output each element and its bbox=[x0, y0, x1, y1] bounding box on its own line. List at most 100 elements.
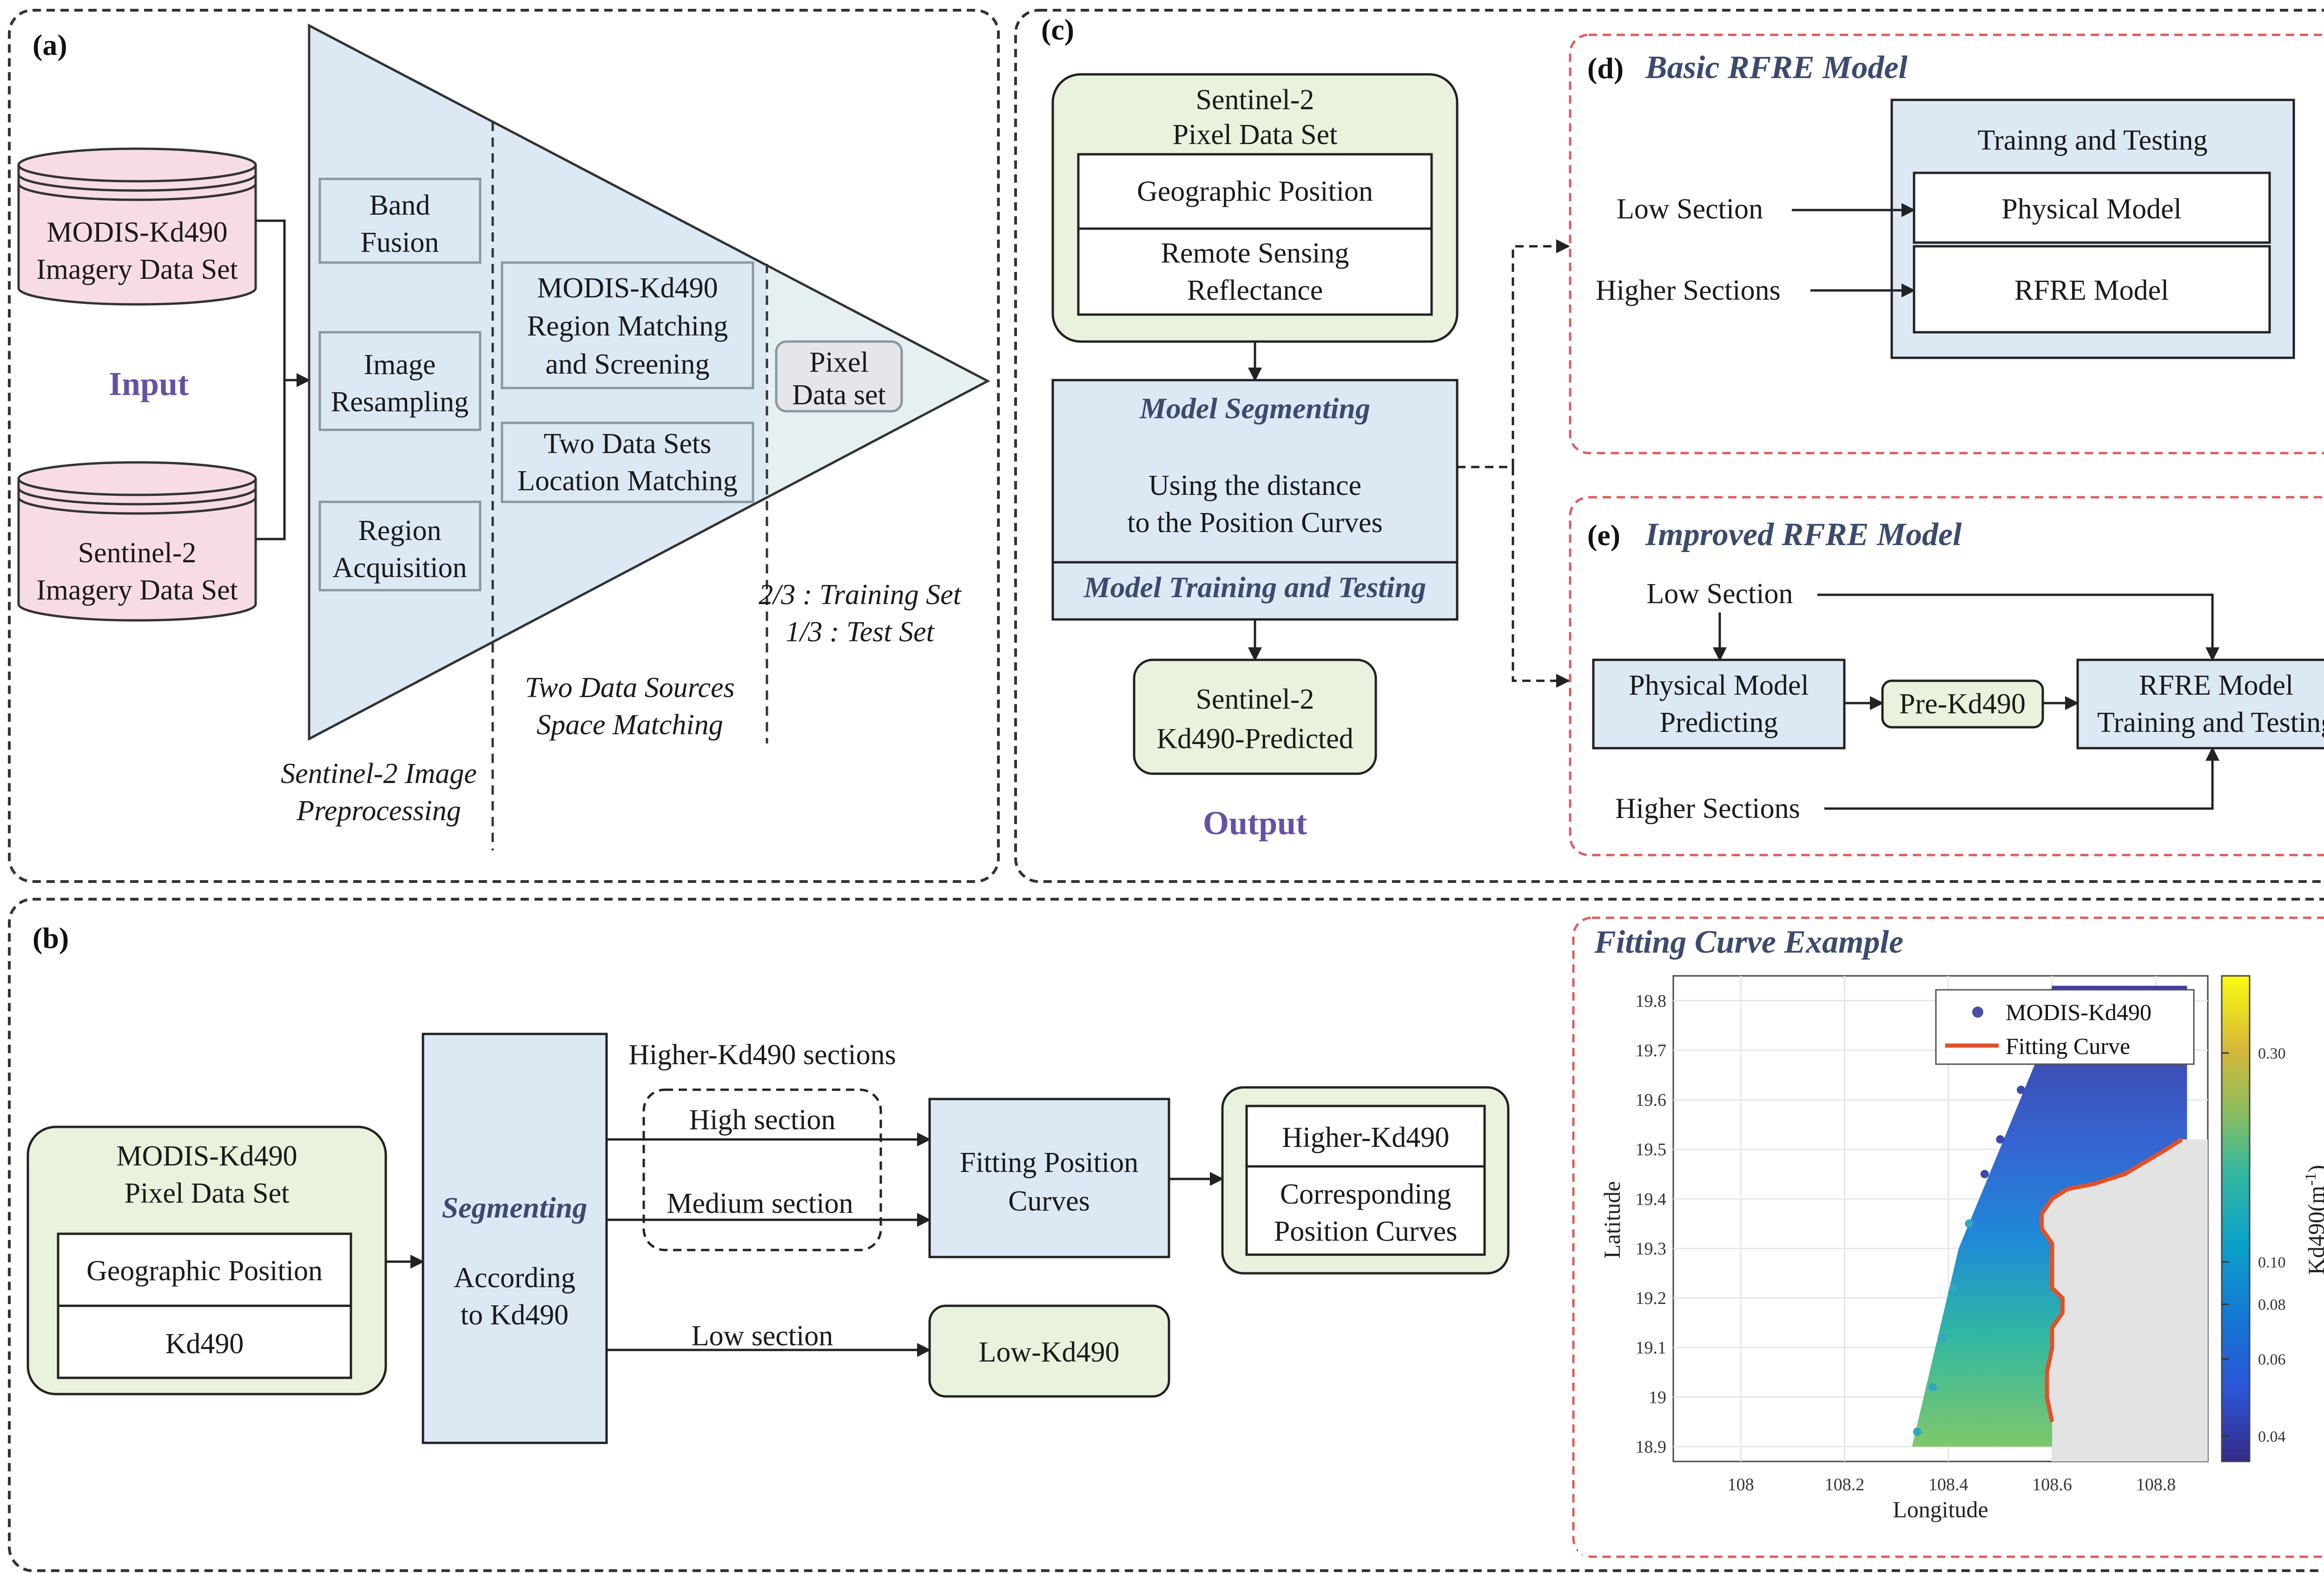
modis-point bbox=[1996, 1135, 2005, 1144]
b-geo-position: Geographic Position bbox=[86, 1255, 323, 1287]
medium-section-label: Medium section bbox=[667, 1188, 853, 1219]
split-training: 2/3 : Training Set bbox=[759, 579, 962, 611]
location-matching-2: Location Matching bbox=[517, 465, 737, 497]
band-fusion-2: Fusion bbox=[361, 227, 439, 258]
s2-pixel-1: Sentinel-2 bbox=[1196, 84, 1314, 116]
two-sources-2: Space Matching bbox=[536, 709, 723, 741]
physical-predicting-1: Physical Model bbox=[1629, 670, 1809, 701]
y-tick-label: 19 bbox=[1649, 1388, 1666, 1407]
sentinel2-imagery-database: Sentinel-2 Imagery Data Set bbox=[17, 461, 257, 622]
rfre-model-label: RFRE Model bbox=[2014, 275, 2169, 306]
y-tick-label: 19.5 bbox=[1636, 1140, 1667, 1159]
higher-kd490-output: Higher-Kd490 Corresponding Position Curv… bbox=[1221, 1086, 1510, 1275]
image-resampling-box: Image Resampling bbox=[318, 331, 482, 431]
y-tick-label: 19.7 bbox=[1636, 1041, 1667, 1060]
c-reflectance-2: Reflectance bbox=[1187, 275, 1323, 306]
d-higher-sections: Higher Sections bbox=[1596, 275, 1781, 306]
panel-d-label: (d) bbox=[1587, 52, 1624, 85]
colorbar-label-text: Kd490(m bbox=[2303, 1186, 2324, 1275]
modis-point bbox=[1965, 1219, 1974, 1228]
according-2: to Kd490 bbox=[461, 1299, 569, 1331]
model-segmenting-box: Model Segmenting Using the distance to t… bbox=[1051, 379, 1459, 621]
location-matching-1: Two Data Sets bbox=[544, 428, 712, 460]
physical-predicting-box bbox=[1592, 658, 1846, 750]
y-tick-label: 19.4 bbox=[1636, 1190, 1667, 1209]
corresponding-2: Position Curves bbox=[1274, 1216, 1457, 1247]
fitting-curves-1: Fitting Position bbox=[960, 1147, 1138, 1178]
low-section-label: Low section bbox=[692, 1320, 833, 1352]
using-distance-2: to the Position Curves bbox=[1127, 507, 1382, 539]
modis-db-label-2: Imagery Data Set bbox=[36, 254, 238, 285]
fitting-curves-box: Fitting Position Curves bbox=[928, 1098, 1170, 1258]
pixel-data-set-box: Pixel Data set bbox=[775, 340, 903, 413]
model-segmenting-title: Model Segmenting bbox=[1139, 392, 1370, 425]
band-fusion-box: Band Fusion bbox=[318, 178, 482, 264]
x-tick-label: 108.6 bbox=[2032, 1475, 2072, 1494]
model-training-title: Model Training and Testing bbox=[1083, 571, 1426, 604]
colorbar-tick-label: 0.10 bbox=[2258, 1254, 2286, 1271]
band-fusion-1: Band bbox=[370, 190, 430, 221]
two-sources-1: Two Data Sources bbox=[525, 672, 734, 704]
colorbar: 0.300.100.080.060.04 Kd490(m-1) bbox=[2221, 975, 2324, 1462]
panel-b: (b) MODIS-Kd490 Pixel Data Set Geographi… bbox=[8, 898, 2324, 1572]
higher-kd490-label: Higher-Kd490 bbox=[1282, 1122, 1449, 1153]
panel-c: (c) Sentinel-2 Pixel Data Set Geographic… bbox=[1014, 9, 2324, 883]
y-tick-label: 19.1 bbox=[1636, 1338, 1667, 1358]
low-kd490-output: Low-Kd490 bbox=[928, 1304, 1170, 1398]
panel-d: (d) Basic RFRE Model Trainng and Testing… bbox=[1569, 33, 2324, 454]
legend-label-modis: MODIS-Kd490 bbox=[2006, 999, 2152, 1025]
modis-region-matching-box: MODIS-Kd490 Region Matching and Screenin… bbox=[501, 261, 754, 389]
panel-e-label: (e) bbox=[1587, 519, 1620, 552]
rfre-training-2: Training and Testing bbox=[2097, 707, 2324, 738]
region-acquisition-1: Region bbox=[358, 515, 441, 546]
b-kd490: Kd490 bbox=[165, 1328, 244, 1360]
panel-e: (e) Improved RFRE Model Low Section Phys… bbox=[1569, 496, 2324, 856]
rfre-training-box bbox=[2076, 658, 2324, 750]
chart-legend: MODIS-Kd490 Fitting Curve bbox=[1935, 989, 2195, 1065]
low-kd490-label: Low-Kd490 bbox=[978, 1336, 1119, 1368]
land-region bbox=[2041, 1139, 2208, 1461]
y-tick-label: 19.8 bbox=[1636, 991, 1667, 1011]
predicted-1: Sentinel-2 bbox=[1196, 684, 1314, 715]
x-tick-label: 108.8 bbox=[2136, 1475, 2176, 1494]
location-matching-box: Two Data Sets Location Matching bbox=[501, 421, 754, 503]
physical-model-label: Physical Model bbox=[2001, 193, 2181, 225]
segmenting-title: Segmenting bbox=[442, 1191, 588, 1224]
kd490-predicted-box: Sentinel-2 Kd490-Predicted bbox=[1133, 658, 1377, 775]
colorbar-tick-label: 0.30 bbox=[2258, 1045, 2286, 1062]
improved-rfre-title: Improved RFRE Model bbox=[1645, 517, 1962, 553]
modis-point-cloud bbox=[1912, 986, 2187, 1447]
panel-a-label: (a) bbox=[33, 28, 67, 61]
predicted-2: Kd490-Predicted bbox=[1156, 723, 1353, 755]
d-low-section: Low Section bbox=[1617, 193, 1763, 225]
y-tick-label: 19.3 bbox=[1636, 1239, 1667, 1258]
e-low-section: Low Section bbox=[1646, 578, 1793, 610]
high-section-label: High section bbox=[689, 1104, 835, 1136]
panel-b-label: (b) bbox=[33, 921, 69, 954]
modis-pixel-2: Pixel Data Set bbox=[125, 1178, 290, 1209]
modis-point bbox=[1939, 1333, 1948, 1342]
legend-label-fit: Fitting Curve bbox=[2006, 1033, 2130, 1059]
s2-db-label-2: Imagery Data Set bbox=[36, 574, 238, 606]
rfre-training-1: RFRE Model bbox=[2139, 670, 2293, 701]
split-test: 1/3 : Test Set bbox=[786, 616, 935, 648]
colorbar-tick-label: 0.04 bbox=[2258, 1428, 2286, 1445]
output-label: Output bbox=[1203, 804, 1307, 842]
s2-pixel-2: Pixel Data Set bbox=[1173, 119, 1338, 151]
using-distance-1: Using the distance bbox=[1149, 470, 1361, 501]
fitting-example-title: Fitting Curve Example bbox=[1594, 924, 1903, 960]
colorbar-label-sup: -1 bbox=[2302, 1172, 2319, 1185]
training-testing-label: Trainng and Testing bbox=[1977, 125, 2207, 156]
modis-point bbox=[2017, 1086, 2026, 1094]
image-resampling-2: Resampling bbox=[331, 386, 469, 418]
panel-a: (a) MODIS-Kd490 Imagery Data Set Sentine… bbox=[8, 9, 1000, 883]
segmenting-box: Segmenting According to Kd490 bbox=[422, 1033, 608, 1444]
modis-pixel-data-set: MODIS-Kd490 Pixel Data Set Geographic Po… bbox=[26, 1125, 387, 1395]
preprocessing-2: Preprocessing bbox=[296, 795, 461, 827]
modis-region-2: Region Matching bbox=[527, 310, 728, 342]
modis-point bbox=[1980, 1170, 1989, 1178]
x-axis-label: Longitude bbox=[1893, 1496, 1988, 1522]
